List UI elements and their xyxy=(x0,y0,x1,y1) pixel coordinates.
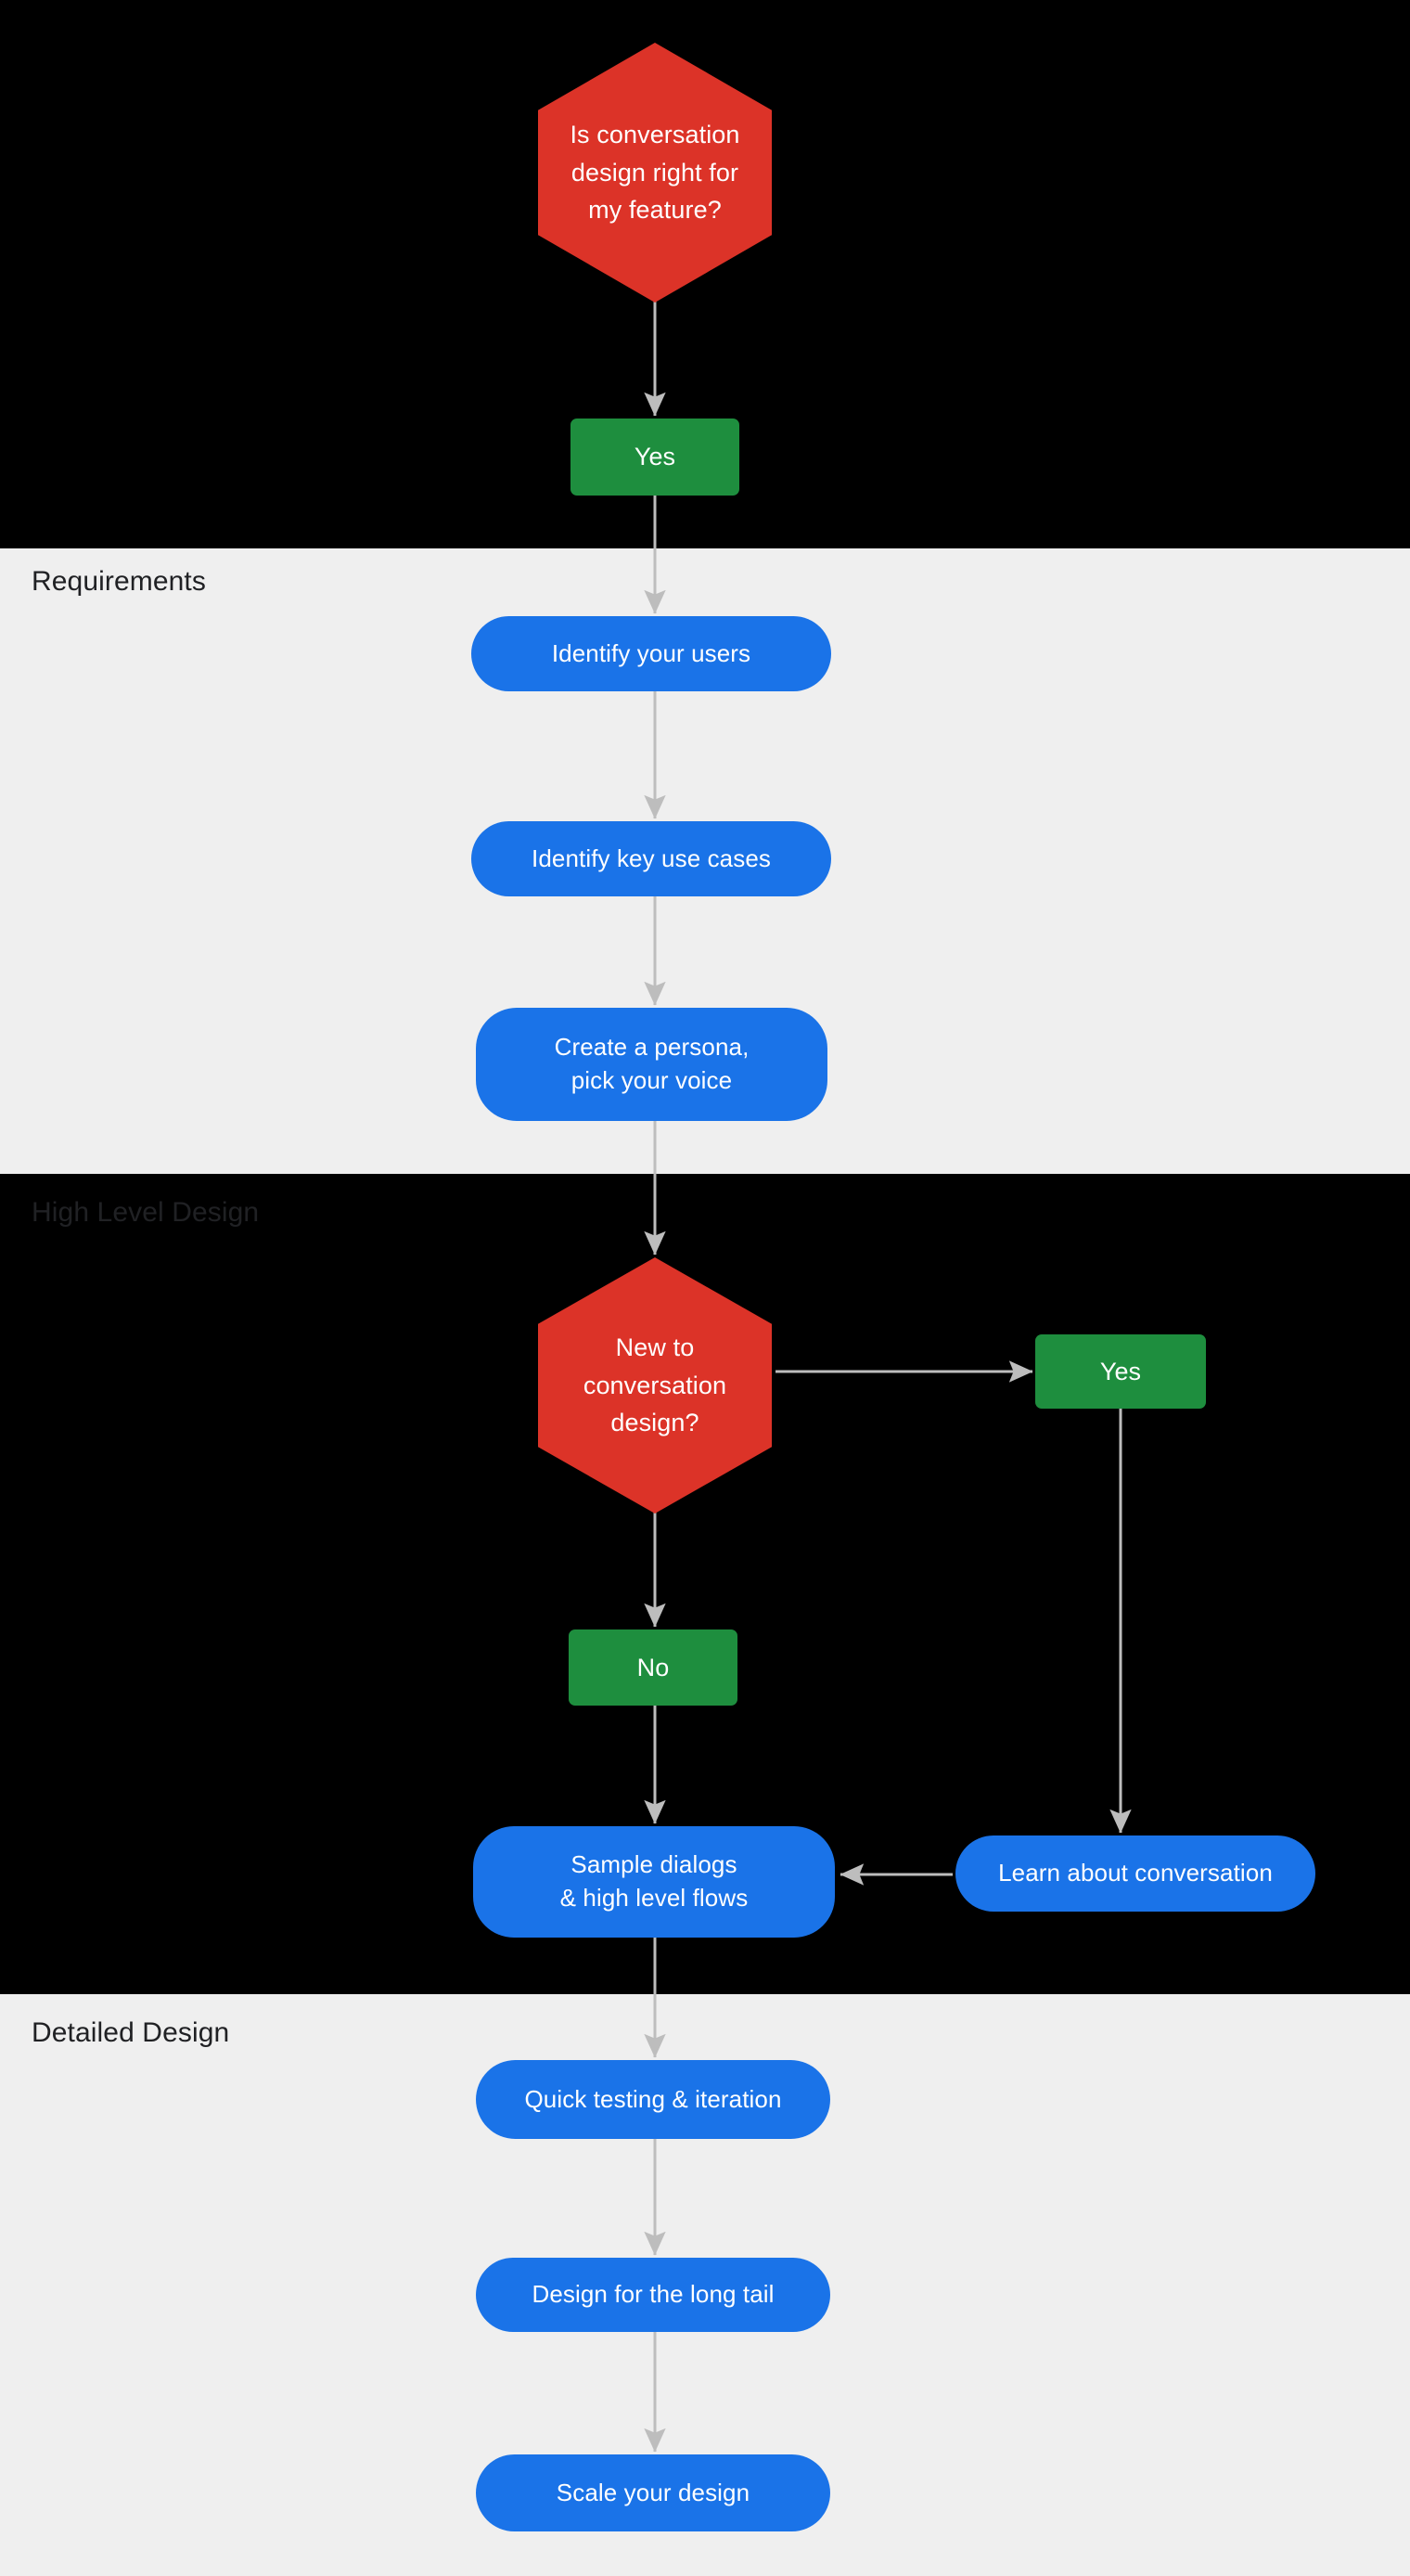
lane-label-detailed-design: Detailed Design xyxy=(32,2017,230,2048)
step-node-quick-testing-iteration[interactable]: Quick testing & iteration xyxy=(476,2060,830,2139)
answer-node-yes-2[interactable]: Yes xyxy=(1035,1334,1206,1409)
sample-dialogs-line-1: Sample dialogs xyxy=(570,1850,737,1879)
step-node-learn-about-conversation[interactable]: Learn about conversation xyxy=(955,1835,1315,1912)
answer-node-yes-1[interactable]: Yes xyxy=(570,419,739,496)
step-node-identify-your-users[interactable]: Identify your users xyxy=(471,616,831,691)
answer-node-no[interactable]: No xyxy=(569,1629,737,1706)
persona-line-1: Create a persona, xyxy=(554,1033,750,1062)
decision-line-1: New to xyxy=(615,1333,695,1362)
decision-line-1: Is conversation xyxy=(570,121,740,149)
decision-node-label: Is conversation design right for my feat… xyxy=(570,116,739,229)
sample-dialogs-line-2: & high level flows xyxy=(559,1884,749,1912)
lane-label-requirements: Requirements xyxy=(32,566,206,597)
step-node-design-for-long-tail[interactable]: Design for the long tail xyxy=(476,2258,830,2332)
step-node-label: Sample dialogs & high level flows xyxy=(560,1848,749,1915)
decision-node-label: New to conversation design? xyxy=(583,1329,726,1442)
decision-line-3: my feature? xyxy=(588,196,722,225)
step-node-label: Create a persona, pick your voice xyxy=(555,1031,750,1098)
step-node-create-a-persona[interactable]: Create a persona, pick your voice xyxy=(476,1008,827,1121)
decision-line-2: conversation xyxy=(583,1371,727,1399)
lane-label-high-level-design: High Level Design xyxy=(32,1197,260,1228)
decision-node-conversation-design-right[interactable]: Is conversation design right for my feat… xyxy=(538,43,772,303)
decision-line-3: design? xyxy=(610,1409,699,1437)
persona-line-2: pick your voice xyxy=(570,1066,733,1094)
decision-node-new-to-conversation-design[interactable]: New to conversation design? xyxy=(538,1257,772,1513)
decision-line-2: design right for xyxy=(570,158,739,187)
step-node-scale-your-design[interactable]: Scale your design xyxy=(476,2454,830,2531)
step-node-sample-dialogs[interactable]: Sample dialogs & high level flows xyxy=(473,1826,835,1938)
step-node-identify-key-use-cases[interactable]: Identify key use cases xyxy=(471,821,831,896)
